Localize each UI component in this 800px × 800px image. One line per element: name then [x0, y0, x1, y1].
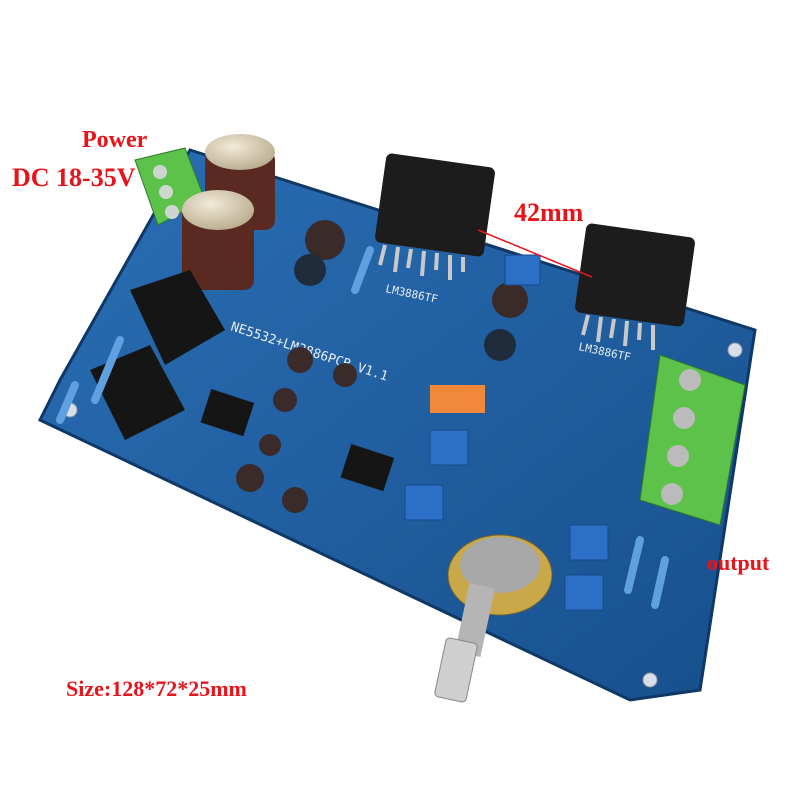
volume-potentiometer [434, 534, 553, 703]
regulator-heatsinks [90, 270, 225, 440]
film-capacitors [404, 254, 609, 611]
opamp-chips [200, 389, 395, 492]
amplifier-chip-1: LM3886TF [375, 153, 495, 306]
power-label: Power [82, 127, 148, 153]
output-label: output [707, 550, 770, 575]
output-terminal-block [639, 354, 746, 526]
input-connector [430, 385, 485, 413]
spacing-label: 42mm [514, 198, 584, 227]
size-label: Size:128*72*25mm [66, 676, 247, 701]
resistors [56, 246, 669, 609]
spacing-dimension-line [477, 229, 593, 278]
filter-capacitors [182, 134, 275, 290]
voltage-label: DC 18-35V [12, 163, 136, 192]
small-capacitors [236, 220, 528, 513]
